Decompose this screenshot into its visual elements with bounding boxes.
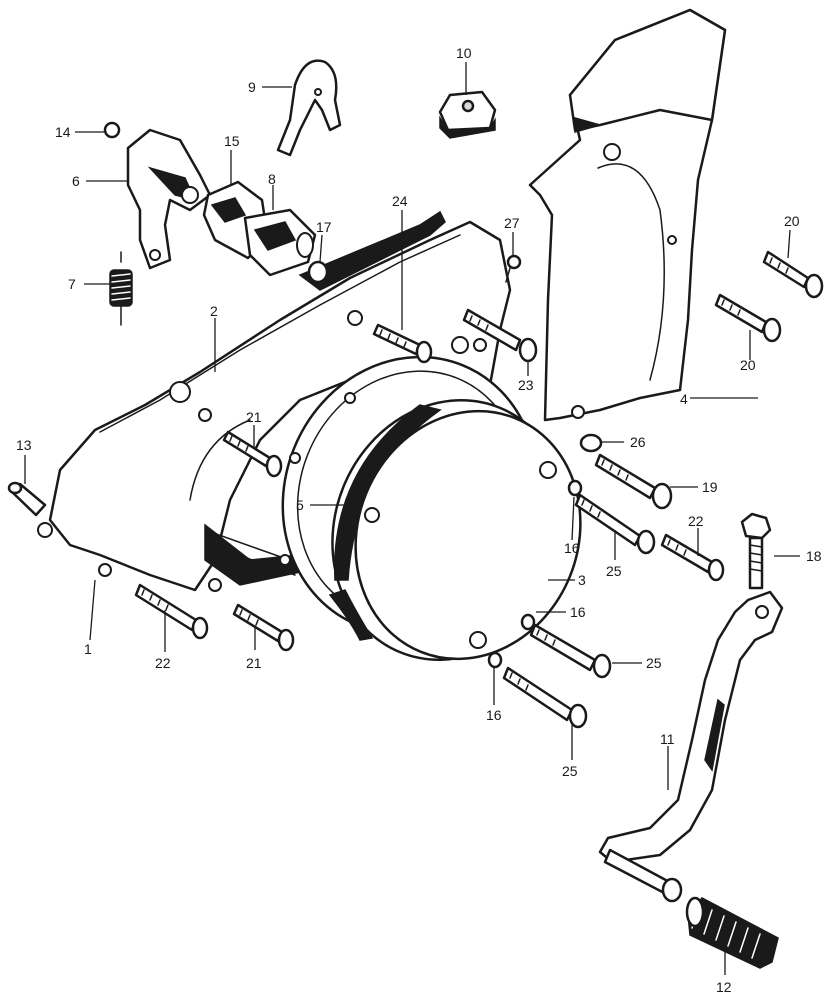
callout-26: 26: [630, 434, 646, 450]
callout-labels: 1 2 3 4 5 6 7 8 9 10 11 12 13 14 15 16 1…: [16, 45, 822, 995]
part-23-bolt: [462, 308, 538, 363]
callout-8: 8: [268, 171, 276, 187]
part-11-kick-lever: [598, 590, 784, 903]
callout-6: 6: [72, 173, 80, 189]
part-13-dowel-pin: [7, 481, 47, 517]
callout-22a: 22: [155, 655, 171, 671]
callout-18: 18: [806, 548, 822, 564]
part-19-bolt: [594, 453, 673, 510]
part-10-grommet: [438, 90, 497, 139]
callout-16a: 16: [564, 540, 580, 556]
part-25b-bolt: [529, 623, 612, 679]
part-9-shift-fork: [276, 59, 342, 157]
part-22a-bolt: [134, 583, 209, 640]
callout-11: 11: [660, 731, 675, 747]
callout-20b: 20: [740, 357, 756, 373]
part-4-sprocket-cover: [528, 8, 727, 422]
callout-14: 14: [55, 124, 71, 140]
part-27-small-bolt: [505, 254, 522, 283]
callout-16b: 16: [570, 604, 586, 620]
part-22b-bolt: [660, 533, 725, 582]
callout-19: 19: [702, 479, 718, 495]
part-16a-o-ring: [567, 479, 583, 497]
callout-4: 4: [680, 391, 688, 407]
callout-15: 15: [224, 133, 240, 149]
callout-21b: 21: [246, 655, 262, 671]
part-16b-o-ring: [520, 613, 536, 631]
part-21a-bolt: [222, 430, 283, 478]
part-25c-bolt: [502, 666, 588, 729]
part-6-gearshift-arm: [126, 128, 212, 270]
part-25a-bolt: [574, 493, 656, 555]
callout-27: 27: [504, 215, 520, 231]
part-17-o-ring: [307, 260, 329, 284]
part-16c-o-ring: [487, 651, 503, 669]
part-20a-bolt: [762, 250, 824, 299]
part-3-clutch-cover: [328, 399, 582, 661]
callout-1: 1: [84, 641, 92, 657]
part-8-shift-shaft: [243, 208, 317, 277]
part-7-spring: [109, 251, 133, 326]
part-12-kick-rubber: [685, 896, 779, 969]
part-14-ball: [103, 121, 121, 139]
part-2-crankcase-cover: [37, 210, 512, 592]
callout-7: 7: [68, 276, 76, 292]
callout-16c: 16: [486, 707, 502, 723]
part-26-washer: [579, 433, 603, 453]
part-21b-bolt: [232, 603, 295, 652]
callout-23: 23: [518, 377, 534, 393]
callout-5: 5: [296, 497, 304, 513]
callout-2: 2: [210, 303, 218, 319]
callout-12: 12: [716, 979, 732, 995]
callout-10: 10: [456, 45, 472, 61]
callout-25b: 25: [646, 655, 662, 671]
callout-25c: 25: [562, 763, 578, 779]
part-24-bolt: [372, 323, 433, 364]
part-20b-bolt: [714, 293, 782, 343]
callout-22b: 22: [688, 513, 704, 529]
callout-25a: 25: [606, 563, 622, 579]
callout-3: 3: [578, 572, 586, 588]
callout-13: 13: [16, 437, 32, 453]
callout-20a: 20: [784, 213, 800, 229]
callout-17: 17: [316, 219, 332, 235]
callout-21a: 21: [246, 409, 262, 425]
leader-lines: [24, 62, 800, 975]
part-18-bolt: [740, 512, 772, 590]
callout-24: 24: [392, 193, 408, 209]
callout-9: 9: [248, 79, 256, 95]
